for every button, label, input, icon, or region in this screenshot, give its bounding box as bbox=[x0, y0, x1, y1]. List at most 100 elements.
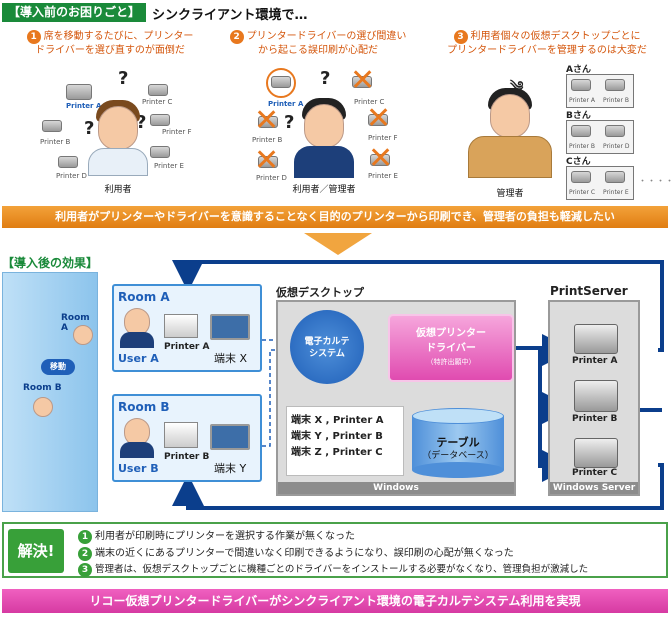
mapping-list: 端末 X , Printer A 端末 Y , Printer B 端末 Z ,… bbox=[286, 406, 404, 476]
group-a-printer-2: Printer B bbox=[603, 97, 629, 104]
printer-a-icon bbox=[164, 314, 198, 338]
windows-footer: Windows bbox=[278, 482, 514, 494]
printer-icon bbox=[271, 76, 291, 88]
more-ellipsis: ・・・・ bbox=[638, 177, 671, 187]
printer-icon bbox=[605, 171, 625, 183]
scene1-printer-e: Printer E bbox=[154, 162, 184, 170]
server-printer-icon bbox=[574, 380, 618, 412]
database-table: テーブル （データベース） bbox=[412, 408, 504, 478]
return-path-b bbox=[172, 463, 664, 510]
issue-3-num: 3 bbox=[453, 30, 468, 44]
printer-icon bbox=[571, 79, 591, 91]
group-c-label: Cさん bbox=[566, 157, 591, 167]
issue-1-line2: ドライバーを選び直すのが面倒だ bbox=[35, 45, 185, 56]
building-icon: Room A 移動 Room B bbox=[2, 272, 98, 512]
virtual-desktop-title: 仮想デスクトップ bbox=[276, 286, 364, 299]
building-room-b: Room B bbox=[23, 383, 62, 393]
printer-icon bbox=[148, 84, 168, 96]
role-admin: 管理者 bbox=[496, 189, 524, 199]
user-face-icon bbox=[98, 106, 138, 150]
return-path-a bbox=[172, 260, 664, 352]
table-line1: テーブル bbox=[436, 436, 480, 449]
driver-line1: 仮想プリンター bbox=[416, 328, 486, 339]
group-a-label: Aさん bbox=[566, 65, 591, 75]
role-user: 利用者 bbox=[104, 185, 132, 195]
printer-icon bbox=[605, 79, 625, 91]
user-icon bbox=[73, 325, 93, 345]
terminal-y-label: 端末 Y bbox=[214, 462, 247, 475]
database-bottom-icon bbox=[412, 462, 504, 478]
result-banner: リコー仮想プリンタードライバーがシンクライアント環境の電子カルテシステム利用を実… bbox=[2, 589, 668, 613]
group-c-box: Printer C Printer E bbox=[566, 166, 634, 200]
issue-2-line2: から起こる誤印刷が心配だ bbox=[258, 45, 378, 56]
room-a-title: Room A bbox=[118, 290, 170, 304]
scene1-printer-c: Printer C bbox=[142, 98, 173, 106]
goal-banner: 利用者がプリンターやドライバーを意識することなく目的のプリンターから印刷でき、管… bbox=[2, 206, 668, 228]
user-a-icon bbox=[124, 308, 150, 336]
printer-icon bbox=[66, 84, 92, 100]
printer-icon bbox=[571, 125, 591, 137]
user-icon bbox=[33, 397, 53, 417]
scene2-printer-c: Printer C bbox=[354, 98, 385, 106]
cross-icon: ✕ bbox=[254, 103, 280, 138]
solution-num-2: 2 bbox=[78, 547, 92, 561]
printer-a-label: Printer A bbox=[164, 342, 210, 352]
printer-icon bbox=[150, 146, 170, 158]
scene-wrong-print: Printer A ✕ Printer C ✕ Printer B ✕ Prin… bbox=[222, 62, 422, 202]
scene2-printer-d: Printer D bbox=[256, 174, 287, 182]
printer-icon bbox=[370, 154, 390, 166]
scene2-printer-b: Printer B bbox=[252, 136, 283, 144]
printer-b-label: Printer B bbox=[164, 452, 210, 462]
ehr-system: 電子カルテ システム bbox=[290, 310, 364, 384]
user-a-label: User A bbox=[118, 352, 159, 365]
driver-line2: ドライバー bbox=[426, 343, 476, 354]
building-room-a: Room A bbox=[61, 313, 90, 333]
admin-body-icon bbox=[468, 136, 552, 178]
server-printer-icon bbox=[574, 324, 618, 354]
down-arrow-icon bbox=[304, 233, 372, 255]
server-printer-a: Printer A bbox=[572, 356, 618, 366]
issue-2-num: 2 bbox=[229, 30, 244, 44]
printer-b-icon bbox=[164, 422, 198, 448]
scene-user-confused: Printer A Printer C Printer F Printer B … bbox=[0, 62, 215, 202]
scene2-printer-f: Printer F bbox=[368, 134, 398, 142]
group-a-printer-1: Printer A bbox=[569, 97, 595, 104]
scene2-printer-e: Printer E bbox=[368, 172, 398, 180]
group-b-printer-2: Printer D bbox=[603, 143, 630, 150]
issue-3-line2: プリンタードライバーを管理するのは大変だ bbox=[447, 45, 647, 56]
mapping-row: 端末 X , Printer A bbox=[291, 415, 384, 426]
solution-num-1: 1 bbox=[78, 530, 92, 544]
mapping-row: 端末 Y , Printer B bbox=[291, 431, 383, 442]
group-c-printer-1: Printer C bbox=[569, 189, 596, 196]
issue-2-line1: プリンタードライバーの選び間違い bbox=[246, 31, 407, 42]
issue-3-line1: 利用者個々の仮想デスクトップごとに bbox=[470, 31, 641, 42]
user-b-label: User B bbox=[118, 462, 159, 475]
solution-badge: 解決! bbox=[8, 529, 64, 573]
user-b-icon bbox=[124, 418, 150, 446]
room-b-box: Room B User B Printer B 端末 Y bbox=[112, 394, 262, 482]
before-title: シンクライアント環境で… bbox=[152, 8, 308, 23]
move-badge: 移動 bbox=[41, 359, 75, 375]
printer-icon bbox=[42, 120, 62, 132]
table-line2: （データベース） bbox=[422, 451, 494, 461]
server-printer-icon bbox=[574, 438, 618, 468]
printer-icon bbox=[352, 76, 372, 88]
cross-icon: ✕ bbox=[350, 63, 376, 98]
admin-body-icon bbox=[294, 146, 354, 178]
scene1-printer-a: Printer A bbox=[66, 102, 102, 110]
ehr-line2: システム bbox=[309, 349, 345, 359]
scene1-printer-d: Printer D bbox=[56, 172, 87, 180]
cross-icon: ✕ bbox=[254, 143, 280, 178]
printer-icon bbox=[58, 156, 78, 168]
patent-pending: （特許出願中） bbox=[426, 358, 476, 366]
solution-text-2: 端末の近くにあるプリンターで間違いなく印刷できるようになり、誤印刷の心配が無くな… bbox=[95, 548, 514, 559]
user-a-body-icon bbox=[120, 332, 154, 348]
highlight-circle-icon bbox=[266, 68, 296, 98]
printer-icon bbox=[605, 125, 625, 137]
role-user-admin: 利用者／管理者 bbox=[292, 185, 356, 195]
